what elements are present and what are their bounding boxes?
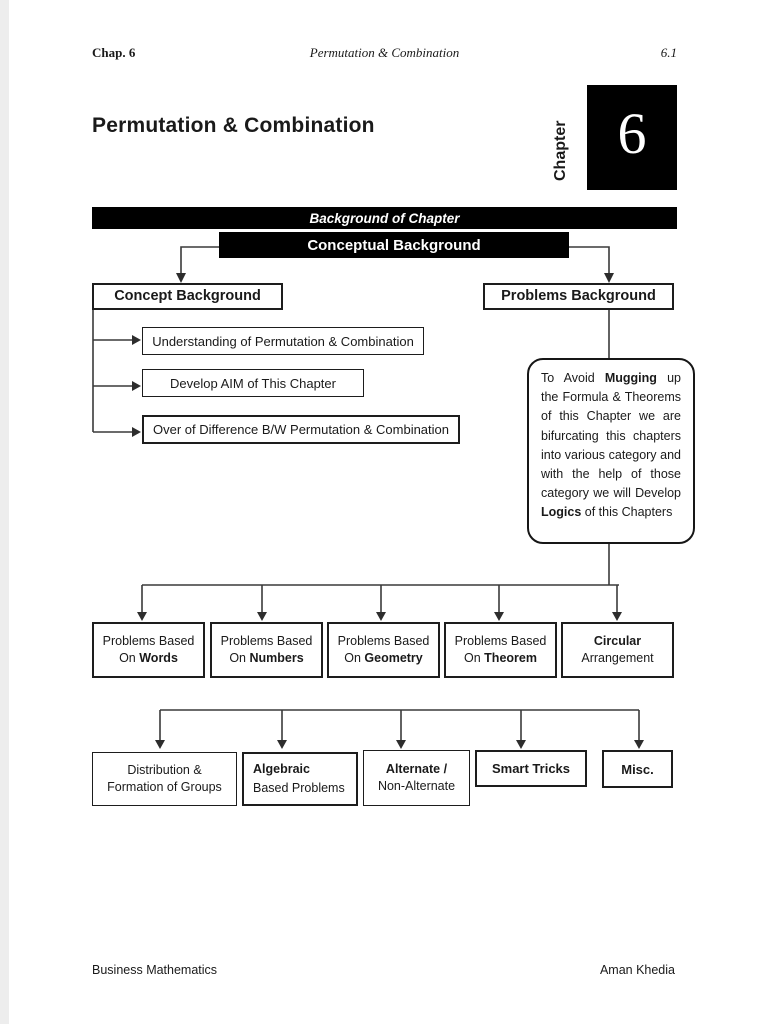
category-box-distribution: Distribution & Formation of Groups bbox=[92, 752, 237, 806]
category-line-bold: Words bbox=[139, 651, 178, 665]
section-banner: Background of Chapter bbox=[92, 207, 677, 229]
flow-root-node: Conceptual Background bbox=[219, 232, 569, 258]
category-line-prefix: On bbox=[229, 651, 250, 665]
category-line-bold: Theorem bbox=[484, 651, 537, 665]
note-bold-logics: Logics bbox=[541, 505, 582, 520]
category-label: Distribution & Formation of Groups bbox=[107, 763, 222, 794]
footer-left: Business Mathematics bbox=[92, 963, 218, 977]
problems-note-box: To Avoid Mugging up the Formula & Theore… bbox=[527, 358, 695, 544]
category-line-bold: Circular bbox=[593, 634, 642, 648]
category-box-geometry: Problems Based On Geometry bbox=[327, 622, 440, 678]
category-line: Problems Based bbox=[220, 634, 313, 648]
category-line: On Numbers bbox=[229, 650, 303, 667]
category-line: On Theorem bbox=[464, 650, 537, 667]
chapter-number: 6 bbox=[617, 101, 647, 166]
flow-root-label: Conceptual Background bbox=[307, 236, 481, 254]
category-box-numbers: Problems Based On Numbers bbox=[210, 622, 323, 678]
category-box-alternate: Alternate / Non-Alternate bbox=[363, 750, 470, 806]
category-line: On Geometry bbox=[344, 650, 423, 667]
category-box-smart-tricks: Smart Tricks bbox=[475, 750, 587, 787]
category-line-bold: Algebraic bbox=[253, 762, 310, 776]
concept-background-label: Concept Background bbox=[114, 288, 261, 304]
category-line-prefix: On bbox=[464, 651, 485, 665]
concept-item-label: Develop AIM of This Chapter bbox=[170, 375, 336, 391]
section-banner-label: Background of Chapter bbox=[309, 210, 460, 226]
category-label: Smart Tricks bbox=[491, 761, 571, 776]
category-line-bold: Numbers bbox=[249, 651, 304, 665]
category-box-misc: Misc. bbox=[602, 750, 673, 788]
category-line-prefix: On bbox=[119, 651, 140, 665]
category-label: Misc. bbox=[621, 761, 654, 777]
running-header-page-number: 6.1 bbox=[660, 45, 677, 60]
concept-item-label: Over of Difference B/W Permutation & Com… bbox=[153, 422, 449, 437]
category-box-words: Problems Based On Words bbox=[92, 622, 205, 678]
category-line-prefix: On bbox=[344, 651, 365, 665]
category-line: Problems Based bbox=[102, 634, 195, 648]
note-bold-mugging: Mugging bbox=[604, 371, 657, 385]
category-label: Algebraic Based Problems bbox=[253, 760, 347, 798]
category-box-algebraic: Algebraic Based Problems bbox=[242, 752, 358, 806]
category-line-bold: Geometry bbox=[364, 651, 423, 665]
note-text: of this Chapters bbox=[581, 505, 673, 520]
category-box-circular: Circular Arrangement bbox=[561, 622, 674, 678]
concept-item-difference: Over of Difference B/W Permutation & Com… bbox=[142, 415, 460, 444]
category-line: On Words bbox=[119, 650, 178, 667]
concept-background-node: Concept Background bbox=[92, 283, 283, 310]
running-header-left: Chap. 6 bbox=[92, 45, 136, 60]
concept-item-aim: Develop AIM of This Chapter bbox=[142, 369, 364, 397]
footer-right: Aman Khedia bbox=[599, 963, 675, 977]
concept-item-label: Understanding of Permutation & Combinati… bbox=[152, 333, 414, 349]
category-line: Circular bbox=[594, 633, 641, 650]
problems-background-node: Problems Background bbox=[483, 283, 674, 310]
concept-item-understanding: Understanding of Permutation & Combinati… bbox=[142, 327, 424, 355]
chapter-number-box: 6 bbox=[587, 85, 677, 190]
chapter-side-label: Chapter bbox=[552, 120, 569, 181]
category-line: Arrangement bbox=[581, 651, 654, 665]
category-line: Problems Based bbox=[337, 634, 430, 648]
category-line-rest: Based Problems bbox=[253, 781, 345, 795]
running-header-center: Permutation & Combination bbox=[309, 45, 460, 60]
note-text: To Avoid bbox=[541, 371, 605, 385]
category-line: Non-Alternate bbox=[377, 779, 456, 793]
note-text: up the Formula & Theorems of this Chapte… bbox=[541, 371, 681, 501]
category-line: Alternate / bbox=[386, 761, 447, 778]
page-edge-strip bbox=[0, 0, 9, 1024]
problems-background-label: Problems Background bbox=[501, 288, 656, 304]
category-line-bold: Alternate / bbox=[385, 762, 448, 776]
category-box-theorem: Problems Based On Theorem bbox=[444, 622, 557, 678]
page-title: Permutation & Combination bbox=[92, 114, 375, 137]
category-line: Problems Based bbox=[454, 634, 547, 648]
